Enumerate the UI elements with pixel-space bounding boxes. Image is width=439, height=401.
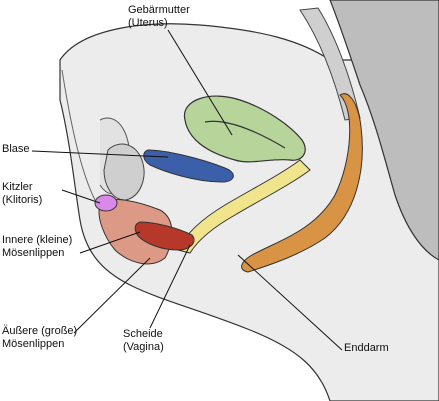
label-innere-lippen: Innere (kleine) Mösenlippen	[2, 234, 72, 260]
label-uterus: Gebärmutter (Uterus)	[128, 4, 190, 30]
label-enddarm: Enddarm	[344, 342, 389, 355]
uterus-organ	[183, 95, 306, 163]
leader-lines	[31, 29, 343, 351]
leader-scheide	[149, 244, 191, 329]
label-aeussere-line2: Mösenlippen	[2, 338, 65, 350]
abdominal-wall	[61, 69, 96, 201]
label-blase: Blase	[2, 143, 30, 156]
scheide-organ	[177, 159, 311, 254]
label-scheide-line2: (Vagina)	[123, 341, 164, 353]
label-blase-line1: Blase	[2, 143, 30, 155]
leader-blase	[31, 150, 169, 158]
label-kitzler-line2: (Klitoris)	[2, 194, 43, 206]
leader-aeussere	[73, 257, 151, 334]
label-scheide-line1: Scheide	[123, 328, 163, 340]
innere-lippen-organ	[134, 221, 195, 251]
kitzler-organ	[94, 194, 118, 212]
label-innere-line2: Mösenlippen	[2, 247, 65, 259]
label-aeussere-lippen: Äußere (große) Mösenlippen	[2, 325, 77, 351]
label-uterus-line1: Gebärmutter	[128, 4, 190, 16]
uterus-cavity	[204, 120, 286, 149]
label-kitzler: Kitzler (Klitoris)	[2, 181, 42, 207]
pubic-bone	[103, 143, 145, 201]
label-scheide: Scheide (Vagina)	[123, 328, 164, 354]
leader-uterus	[167, 29, 233, 136]
leader-innere	[79, 231, 141, 254]
label-kitzler-line1: Kitzler	[2, 181, 33, 193]
label-uterus-line2: (Uterus)	[128, 17, 168, 29]
sacrum	[329, 0, 439, 261]
label-enddarm-line1: Enddarm	[344, 342, 389, 354]
leader-enddarm	[237, 254, 343, 351]
label-innere-line1: Innere (kleine)	[2, 234, 73, 246]
leader-kitzler	[61, 189, 101, 204]
label-aeussere-line1: Äußere (große)	[2, 325, 78, 337]
blase-organ	[143, 149, 234, 183]
enddarm-organ	[241, 93, 363, 273]
